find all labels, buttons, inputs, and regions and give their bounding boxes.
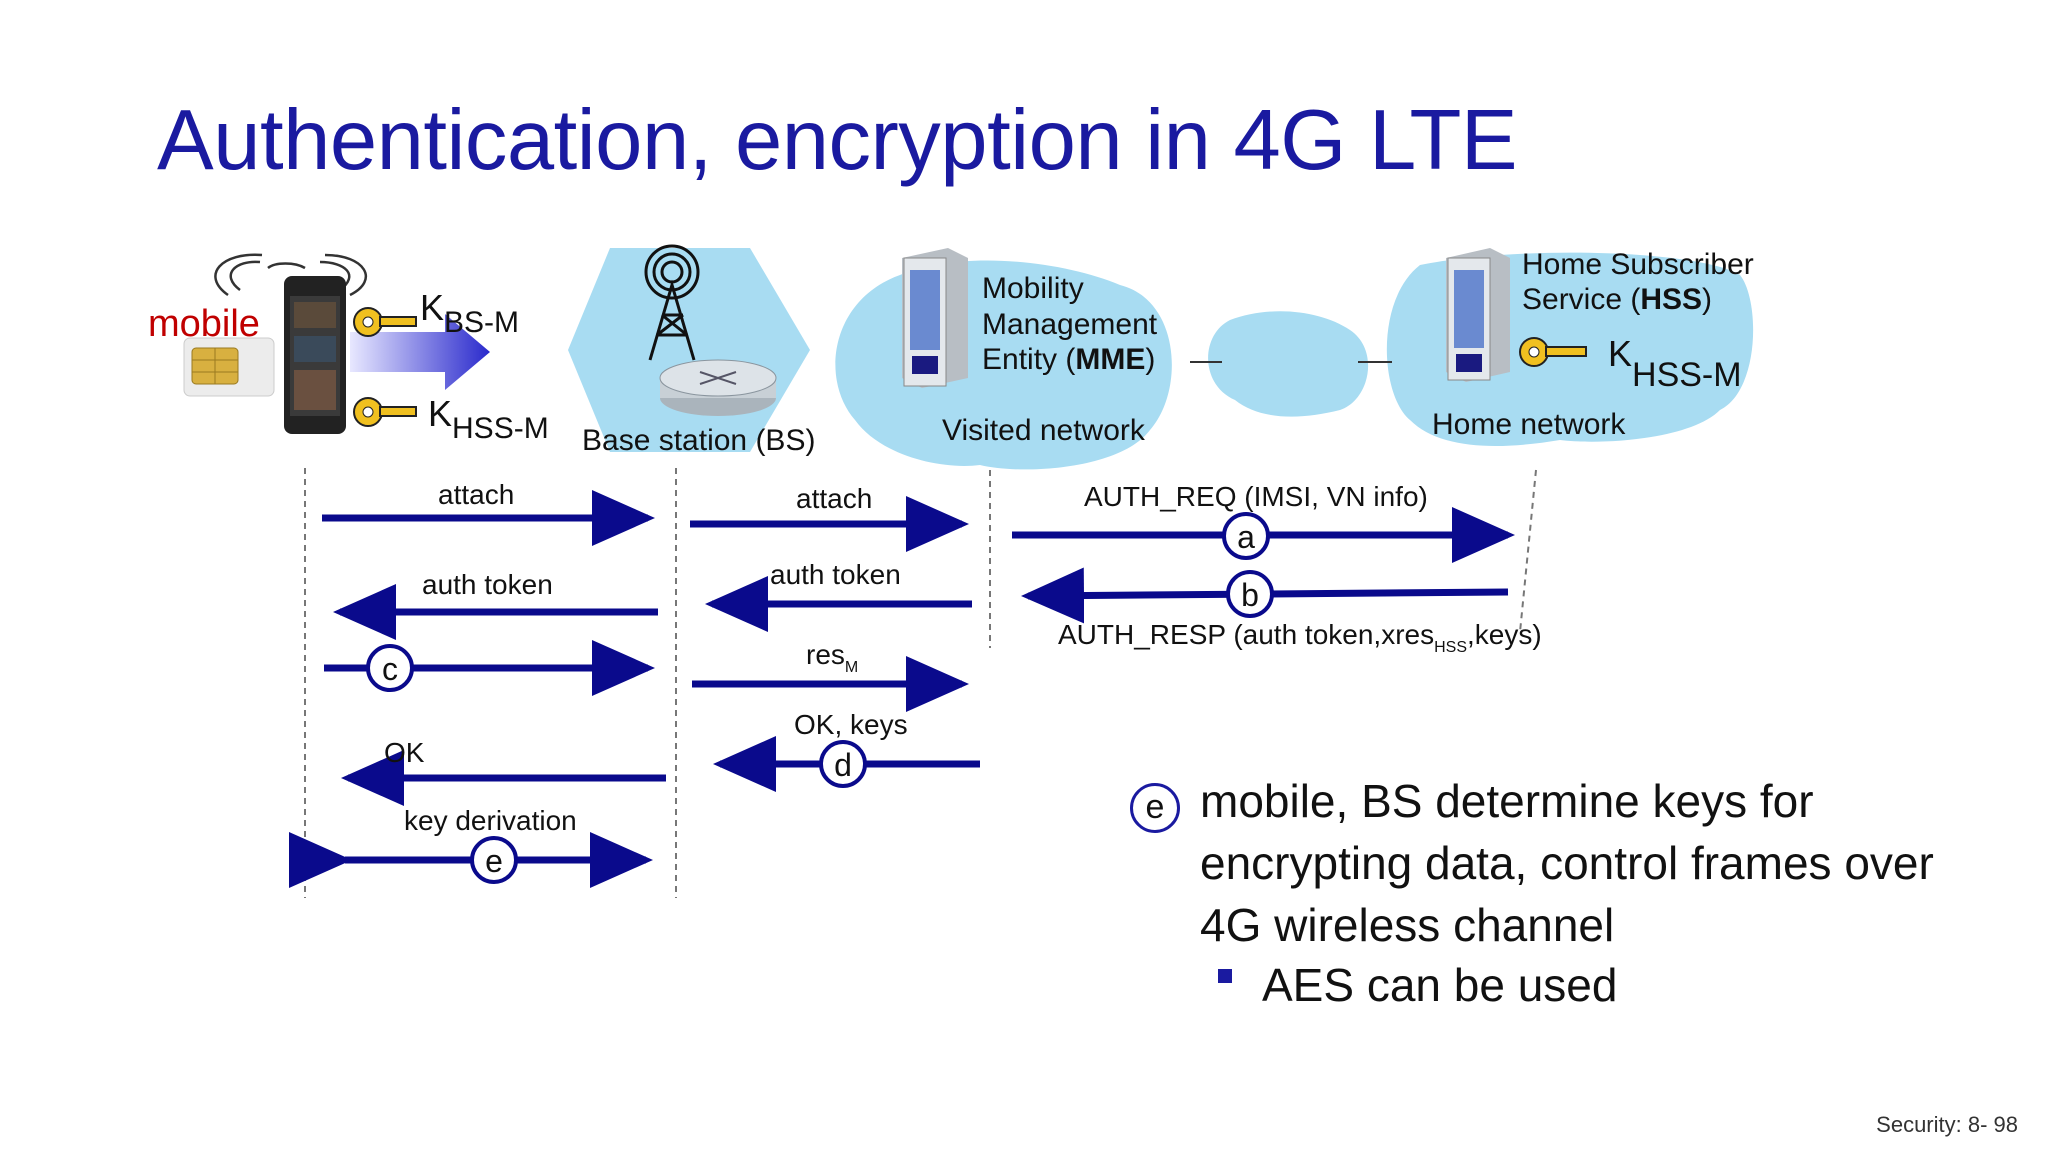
bullet-line-1: mobile, BS determine keys for <box>1200 775 1814 827</box>
msg-auth-token-2: auth token <box>770 559 901 590</box>
transit-cloud <box>1208 311 1369 417</box>
key-icon <box>353 307 417 337</box>
step-e-badge: e <box>470 836 518 884</box>
svg-text:c: c <box>382 651 398 687</box>
key-flow-arrow <box>350 314 490 390</box>
bs-label: Base station (BS) <box>582 424 815 457</box>
step-d-badge: d <box>819 740 867 788</box>
svg-text:e: e <box>485 843 503 879</box>
msg-key-derivation: key derivation <box>404 805 577 836</box>
key-icon <box>353 397 417 427</box>
mobile-label: mobile <box>148 303 260 345</box>
mme-label-2: Management <box>982 308 1158 341</box>
square-bullet-icon <box>1218 969 1232 983</box>
bullet-line-2: encrypting data, control frames over <box>1200 837 1934 889</box>
hss-server-icon <box>1446 248 1510 382</box>
msg-auth-token-1: auth token <box>422 569 553 600</box>
mme-label-1: Mobility <box>982 272 1084 305</box>
visited-network-label: Visited network <box>942 414 1146 447</box>
sim-card-icon <box>183 337 275 397</box>
key-label-bs-m: KBS-M <box>420 287 519 339</box>
bullet-step-e-badge: e <box>1130 783 1180 833</box>
msg-ok: OK <box>384 737 425 768</box>
msg-res: resM <box>806 639 858 676</box>
step-c-badge: c <box>366 644 414 692</box>
key-icon <box>1519 337 1587 367</box>
bullet-line-3: 4G wireless channel <box>1200 899 1615 951</box>
main-bullet: mobile, BS determine keys for encrypting… <box>1200 770 1934 956</box>
lifeline-hss <box>1519 469 1537 633</box>
hss-label-1: Home Subscriber <box>1522 248 1754 281</box>
sub-bullet-text: AES can be used <box>1262 959 1618 1011</box>
key-label-hss-m: KHSS-M <box>428 393 549 445</box>
msg-ok-keys: OK, keys <box>794 709 908 740</box>
hss-label-2: Service (HSS) <box>1522 283 1712 316</box>
mme-label-3: Entity (MME) <box>982 343 1155 376</box>
mme-server-icon <box>902 248 968 388</box>
phone-icon <box>284 276 346 434</box>
radio-waves-icon <box>214 253 368 297</box>
page-title: Authentication, encryption in 4G LTE <box>157 93 1518 188</box>
svg-text:b: b <box>1241 577 1259 613</box>
home-network-label: Home network <box>1432 408 1626 441</box>
msg-attach-2: attach <box>796 483 872 514</box>
svg-text:a: a <box>1237 519 1255 555</box>
slide-footer: Security: 8- 98 <box>1876 1112 2018 1137</box>
key-label-hss-m-home: KHSS-M <box>1608 333 1742 394</box>
msg-auth-req: AUTH_REQ (IMSI, VN info) <box>1084 481 1428 512</box>
sub-bullet: AES can be used <box>1218 958 1617 1012</box>
cell-tower-icon <box>644 244 700 361</box>
msg-attach-1: attach <box>438 479 514 510</box>
step-a-badge: a <box>1222 512 1270 560</box>
step-b-badge: b <box>1226 570 1274 618</box>
router-icon <box>659 359 777 416</box>
msg-auth-resp: AUTH_RESP (auth token,xresHSS,keys) <box>1058 619 1542 656</box>
svg-text:d: d <box>834 747 852 783</box>
